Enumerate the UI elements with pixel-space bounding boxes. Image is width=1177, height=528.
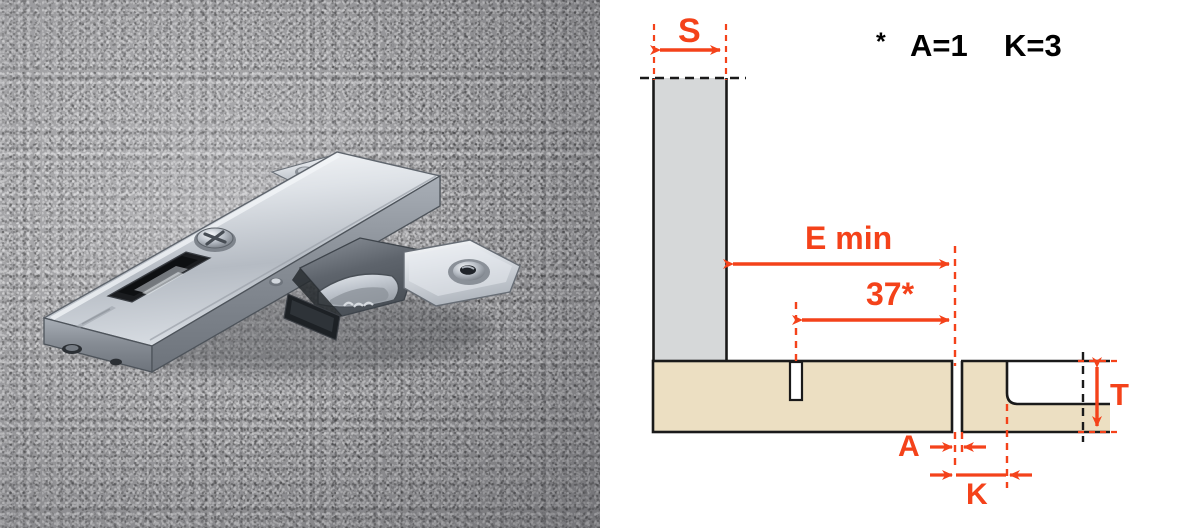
dimension-37 xyxy=(792,302,950,366)
dimension-t xyxy=(1078,352,1120,442)
hinge-brand-stamp xyxy=(76,306,116,328)
dimension-k xyxy=(930,404,1032,488)
note-k-value: K=3 xyxy=(1004,28,1062,63)
label-t: T xyxy=(1110,377,1129,412)
carcass-panel-left xyxy=(651,359,954,434)
hinge-mounting-plate xyxy=(403,239,521,307)
dimension-diagram xyxy=(640,24,1120,488)
door-panel xyxy=(652,78,728,361)
hinge-cup-knuckle xyxy=(292,237,421,322)
hinge-arm-rivet xyxy=(269,277,283,287)
hinge-adjustment-screw xyxy=(194,227,236,252)
technical-drawing-panel: S * A=1 K=3 E min 37* A K T xyxy=(600,0,1177,528)
label-a: A xyxy=(898,430,920,463)
note-asterisk: * xyxy=(876,28,886,56)
note-a-value: A=1 xyxy=(910,28,968,63)
label-k: K xyxy=(966,478,988,511)
label-e-min: E min xyxy=(805,220,893,256)
dimension-a xyxy=(930,432,986,470)
label-s: S xyxy=(678,12,701,50)
hinge-adjustment-slot xyxy=(106,251,212,303)
label-37: 37* xyxy=(866,276,915,312)
drill-slot xyxy=(788,360,804,402)
hinge-release-clip xyxy=(283,293,341,341)
hinge-illustration xyxy=(42,151,521,374)
carcass-panel-right xyxy=(960,359,1110,434)
dimension-e-min xyxy=(723,246,957,366)
dimension-s xyxy=(640,24,746,80)
product-photo-panel xyxy=(0,0,600,528)
hinge-end-hole xyxy=(62,344,122,366)
